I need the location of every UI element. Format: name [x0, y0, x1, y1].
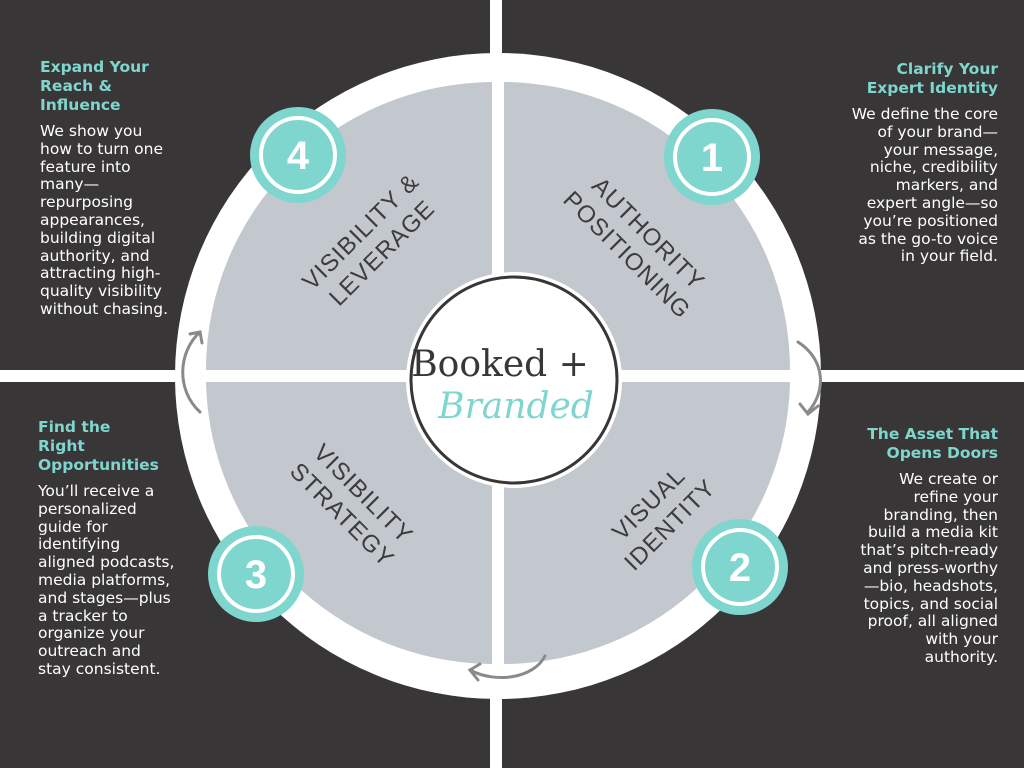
arrow-3-to-4	[181, 330, 202, 414]
arrow-1-to-2	[796, 340, 822, 414]
segment-visibility-strategy	[206, 382, 492, 664]
panel-body: You’ll receive a personalized guide for …	[38, 482, 175, 678]
arrow-1-to-2-head	[798, 402, 820, 417]
panel-heading: The Asset That Opens Doors	[867, 425, 998, 462]
center-hub-border	[409, 275, 619, 485]
panel-clarify-identity: Clarify Your Expert Identity We define t…	[848, 60, 998, 266]
panel-heading: Find the Right Opportunities	[38, 418, 159, 474]
panel-expand-reach: Expand Your Reach & Influence We show yo…	[40, 58, 175, 319]
panel-body: We create or refine your branding, then …	[860, 470, 998, 666]
center-title-booked: Booked +	[411, 344, 589, 385]
panel-body: We show you how to turn one feature into…	[40, 122, 169, 318]
arrow-2-to-3-head	[467, 662, 482, 682]
step-number: 2	[729, 546, 751, 590]
step-number: 3	[245, 553, 267, 597]
step-number: 1	[701, 136, 723, 180]
step-badge-4: 4	[250, 107, 346, 203]
step-badge-1: 1	[664, 109, 760, 205]
segment-visibility-leverage	[206, 82, 492, 370]
panel-body: We define the core of your brand—your me…	[851, 105, 998, 266]
panel-heading: Expand Your Reach & Influence	[40, 58, 149, 114]
step-badge-3: 3	[208, 526, 304, 622]
panel-asset-opens-doors: The Asset That Opens Doors We create or …	[850, 425, 998, 667]
center-hub	[406, 272, 622, 488]
arrow-2-to-3	[468, 654, 547, 679]
panel-heading: Clarify Your Expert Identity	[866, 60, 998, 97]
step-number: 4	[287, 134, 310, 178]
center-title-branded: Branded	[437, 386, 594, 427]
panel-find-opportunities: Find the Right Opportunities You’ll rece…	[38, 418, 178, 679]
arrow-3-to-4-head	[188, 330, 204, 345]
step-badge-2: 2	[692, 519, 788, 615]
